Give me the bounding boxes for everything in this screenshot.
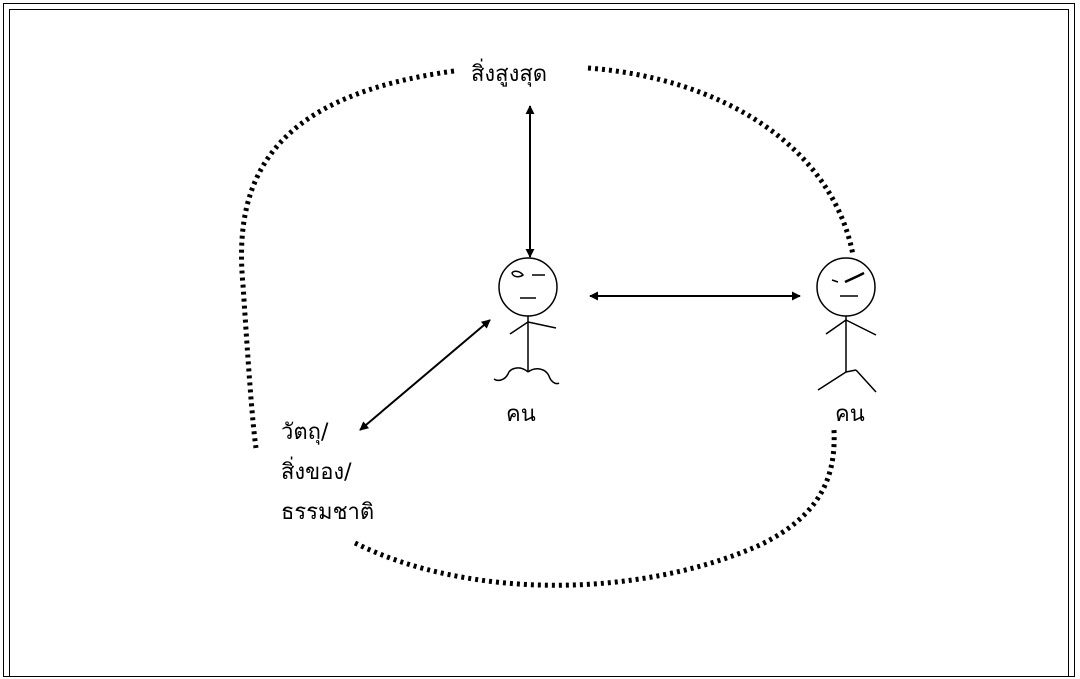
objects-label-line-2: สิ่งของ/	[281, 460, 352, 485]
person-right-figure	[816, 257, 877, 393]
inner-frame	[9, 9, 1069, 677]
person-right-head	[816, 257, 876, 317]
person-right-label: คน	[835, 402, 865, 427]
objects-label-line-1: วัตถุ/	[281, 420, 329, 445]
person-left-eye	[511, 270, 525, 278]
person-left-head	[498, 257, 558, 317]
dotted-link-bottom	[353, 429, 837, 588]
arrow-person-objects	[359, 319, 491, 431]
dotted-link-top-left	[239, 68, 455, 449]
person-left-label: คน	[506, 402, 536, 427]
person-left-figure	[493, 257, 560, 385]
top-node-label: สิ่งสูงสุด	[471, 62, 548, 87]
dotted-link-top-right	[587, 65, 856, 256]
objects-label-line-3: ธรรมชาติ	[281, 500, 375, 525]
dotted-cycle	[239, 65, 856, 588]
